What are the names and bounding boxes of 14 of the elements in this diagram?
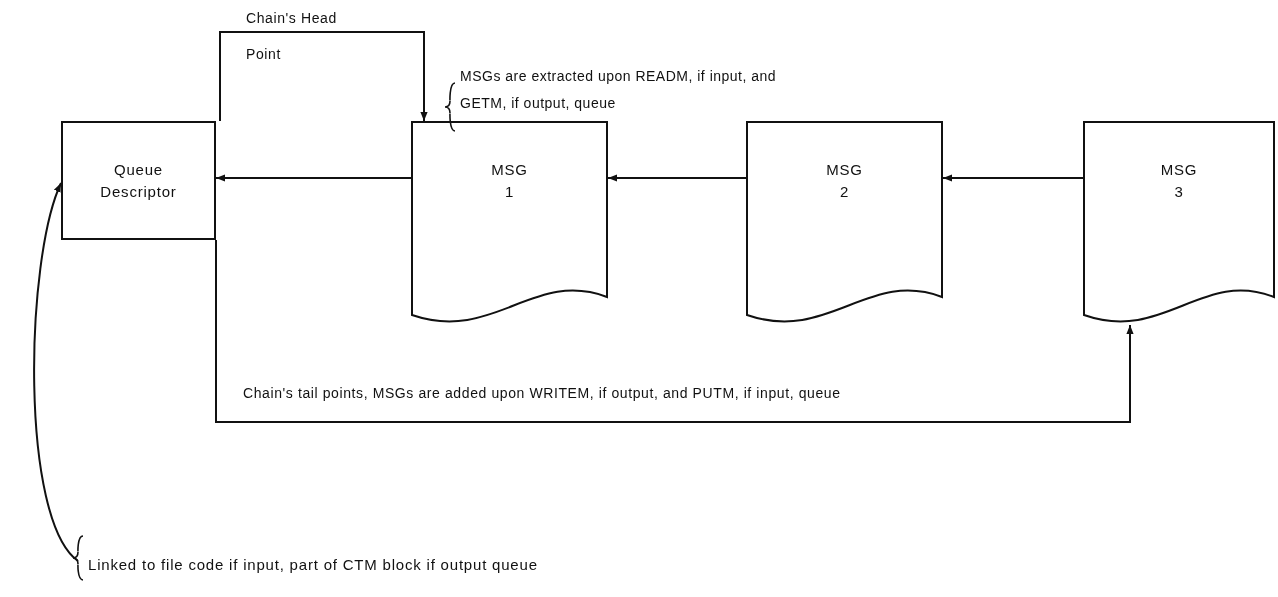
process-box xyxy=(61,121,216,240)
node-label: Queue Descriptor xyxy=(99,159,178,202)
node-label: MSG 2 xyxy=(825,160,864,202)
edge-label: Chain's tail points, MSGs are added upon WRITEM, if output, and PUTM, if input, queue xyxy=(243,384,842,403)
note-text: MSGs are extracted upon READM, if input, and GETM, if output, queue xyxy=(460,67,778,113)
arrow xyxy=(215,239,1134,423)
edge-label: Chain's Head Point xyxy=(246,9,338,64)
node-label: MSG 3 xyxy=(1159,160,1199,202)
arrow xyxy=(219,31,428,122)
arrow xyxy=(942,174,1084,182)
arrow xyxy=(607,174,747,182)
node-label: MSG 1 xyxy=(490,160,529,202)
note-text: Linked to file code if input, part of CTM block if output queue xyxy=(88,555,538,575)
arrow xyxy=(215,174,412,182)
